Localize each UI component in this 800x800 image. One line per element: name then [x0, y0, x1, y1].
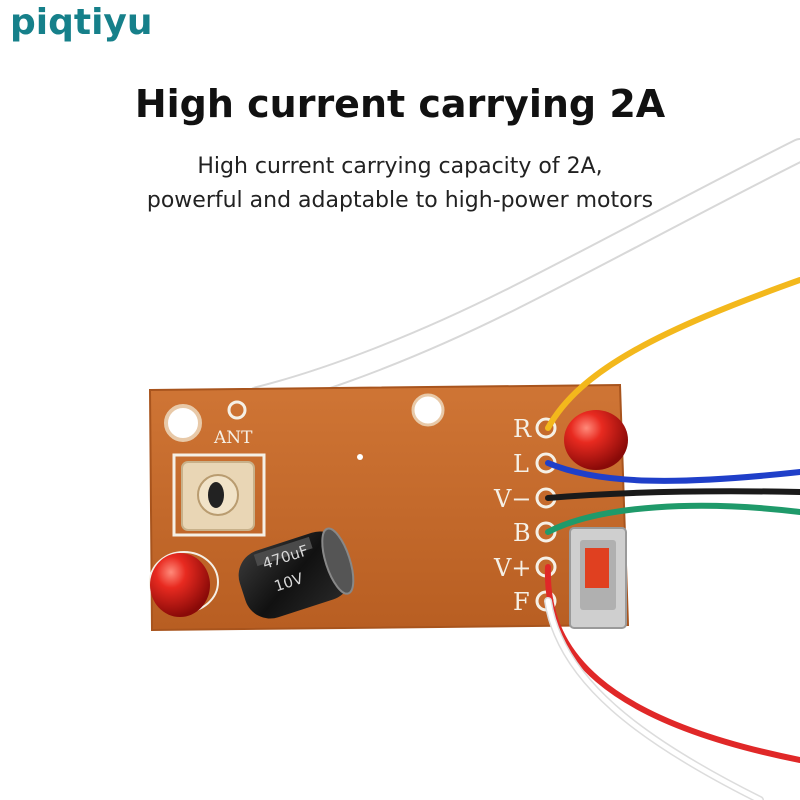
slide-switch	[569, 527, 627, 629]
pcb-board: ANT 470uF 10V R L V−	[148, 383, 630, 632]
antenna-pad	[227, 400, 247, 420]
electrolytic-capacitor: 470uF 10V	[238, 527, 355, 619]
pin-label-vplus: V+	[493, 554, 531, 582]
wire-white	[544, 597, 764, 800]
brand-logo: piqtiyu	[10, 2, 153, 43]
pin-label-f: F	[513, 588, 530, 616]
pin-label-r: R	[513, 415, 532, 443]
pin-label-l: L	[513, 450, 529, 478]
wire-black	[545, 488, 800, 501]
led-right	[564, 410, 628, 470]
subtitle-line-1: High current carrying capacity of 2A,	[197, 154, 603, 179]
page-subtitle: High current carrying capacity of 2A, po…	[0, 150, 800, 218]
wire-green	[545, 502, 800, 535]
wire-blue	[545, 460, 800, 484]
pin-label-vminus: V−	[493, 485, 531, 513]
wire-yellow	[545, 277, 800, 431]
led-left	[149, 551, 219, 617]
wire-bundle	[544, 277, 800, 800]
mounting-hole	[411, 393, 445, 427]
pin-label-b: B	[513, 519, 531, 547]
mounting-hole	[164, 404, 202, 442]
subtitle-line-2: powerful and adaptable to high-power mot…	[146, 188, 654, 213]
page-title: High current carrying 2A	[134, 82, 666, 126]
antenna-label: ANT	[213, 428, 253, 448]
trimmer-potentiometer	[172, 453, 266, 537]
